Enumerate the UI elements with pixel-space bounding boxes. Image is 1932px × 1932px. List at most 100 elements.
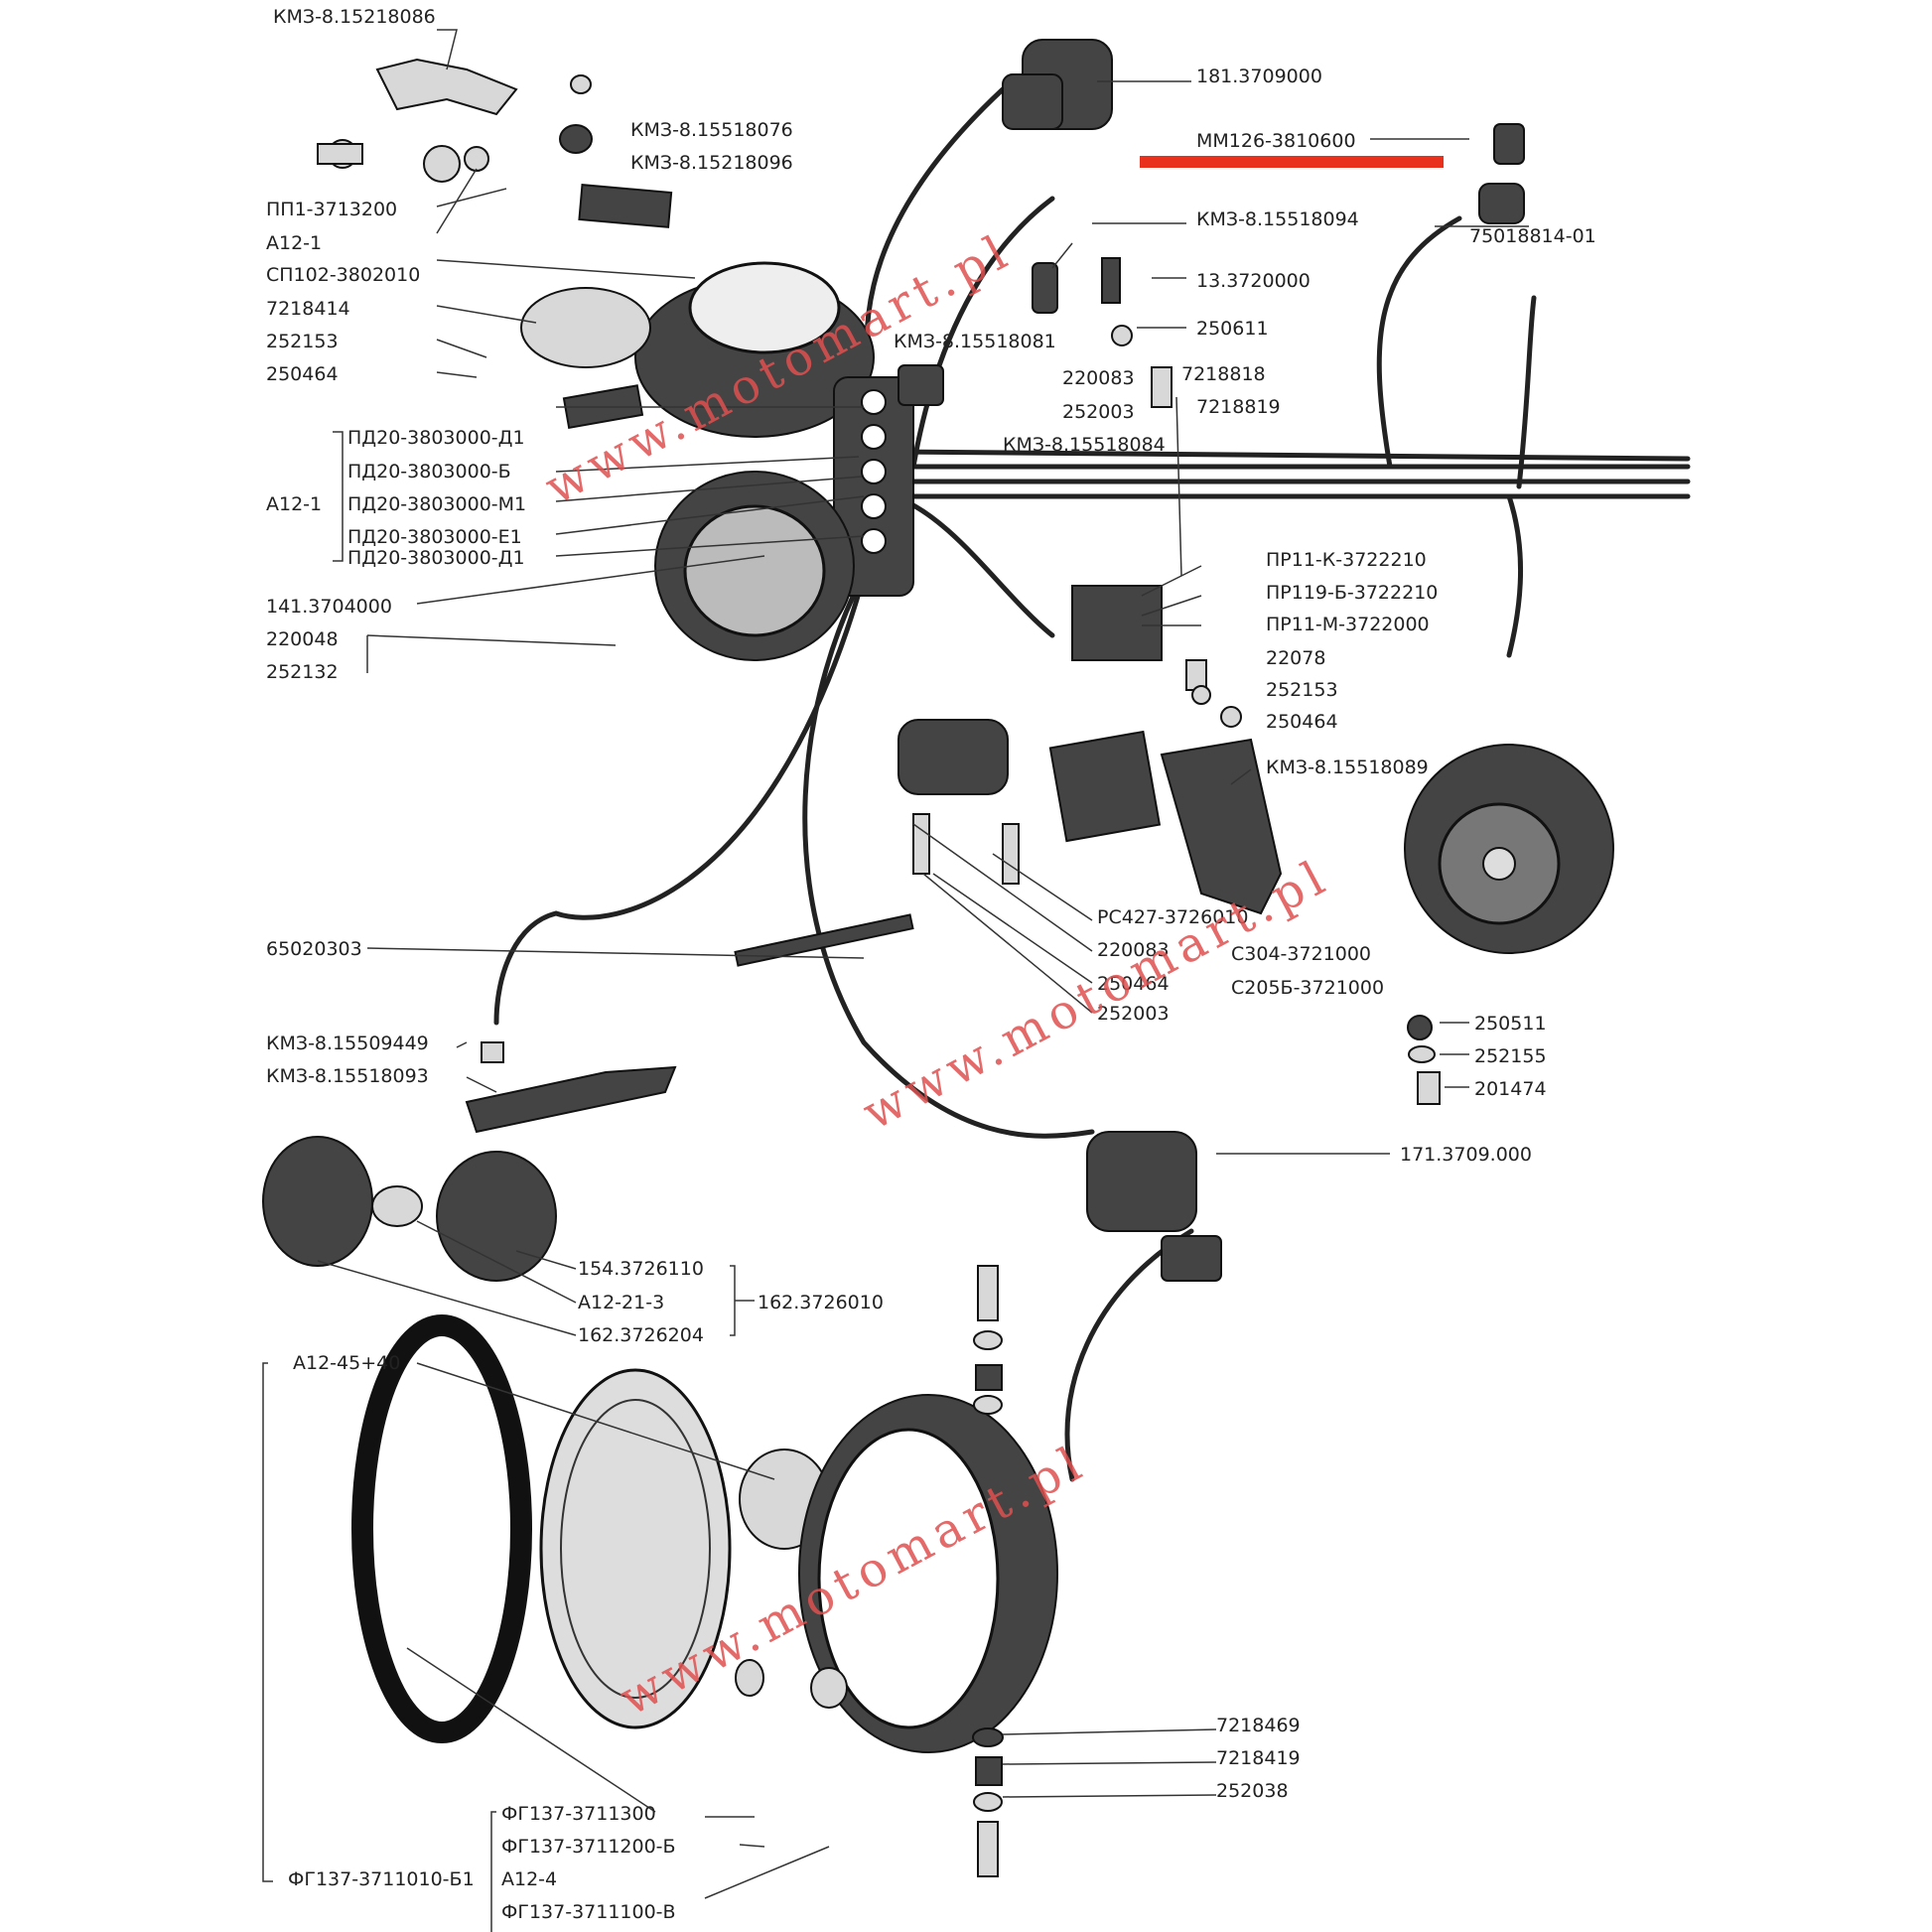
part-label-15518094: КМЗ-8.15518094 [1196, 208, 1359, 230]
part-label-pr11-m: ПР11-М-3722000 [1266, 614, 1430, 635]
part-label-pd20-m1: ПД20-3803000-М1 [347, 493, 527, 515]
bulb-small [464, 146, 489, 172]
part-label-fg137-3711200-b: ФГ137-3711200-Б [501, 1836, 676, 1858]
part-label-pr119-b: ПР119-Б-3722210 [1266, 582, 1439, 604]
part-label-fg137-3711300: ФГ137-3711300 [501, 1803, 656, 1825]
part-label-15218096: КМЗ-8.15218096 [630, 152, 793, 174]
part-label-220083-top: 220083 [1062, 367, 1135, 389]
part-label-s205b: С205Б-3721000 [1231, 977, 1385, 999]
part-label-252153-top: 252153 [266, 331, 339, 352]
nut [1220, 706, 1242, 728]
part-label-141-3704000: 141.3704000 [266, 596, 392, 618]
part-label-sp102-3802010: СП102-3802010 [266, 264, 421, 286]
bolt-top [977, 1265, 999, 1321]
part-label-7218419: 7218419 [1216, 1747, 1301, 1769]
part-label-fg137-3711100-v: ФГ137-3711100-В [501, 1901, 676, 1923]
part-label-7218819: 7218819 [1196, 396, 1281, 418]
part-label-252132: 252132 [266, 661, 339, 683]
highlight-underline [1140, 156, 1444, 168]
part-label-pd20-e1: ПД20-3803000-Е1 [347, 526, 522, 548]
wiring-harness [493, 86, 1691, 1482]
part-label-15518084: КМЗ-8.15518084 [1003, 434, 1166, 456]
part-label-252153-mid: 252153 [1266, 679, 1338, 701]
fuse-part [1032, 262, 1058, 314]
part-label-15218086: КМЗ-8.15218086 [273, 6, 436, 28]
part-label-s304: С304-3721000 [1231, 943, 1372, 965]
part-label-13-3720000: 13.3720000 [1196, 270, 1311, 292]
part-label-252155: 252155 [1474, 1045, 1547, 1067]
part-label-mm126-highlighted: ММ126-3810600 [1196, 130, 1356, 152]
horn [1404, 744, 1614, 954]
socket-body [317, 143, 363, 165]
headlamp-assembly [351, 1314, 1058, 1753]
part-label-a12-1-group: А12-1 [266, 493, 323, 515]
switch-181 [1002, 39, 1113, 130]
part-label-a12-1-top: А12-1 [266, 232, 323, 254]
nut-250511 [1407, 1015, 1433, 1040]
part-label-250611: 250611 [1196, 318, 1269, 340]
screw-left [912, 813, 930, 875]
part-label-pd20-d1-a: ПД20-3803000-Д1 [347, 427, 525, 449]
part-label-252003-top: 252003 [1062, 401, 1135, 423]
pressure-sensor [1493, 123, 1525, 165]
part-label-pp1-3713200: ПП1-3713200 [266, 199, 398, 220]
part-label-252038: 252038 [1216, 1780, 1289, 1802]
washer-250611 [1111, 325, 1133, 346]
part-label-75018814-01: 75018814-01 [1469, 225, 1596, 247]
part-label-a12-45-40: А12-45+40 [293, 1352, 401, 1374]
part-label-220048: 220048 [266, 628, 339, 650]
rubber-pad [578, 184, 673, 228]
switch-171 [1086, 1131, 1222, 1282]
rod-part [1175, 396, 1182, 577]
screw-right [1002, 823, 1020, 885]
connector-block [897, 364, 944, 406]
part-label-15509449: КМЗ-8.15509449 [266, 1033, 429, 1054]
part-label-171-3709-000: 171.3709.000 [1400, 1144, 1532, 1166]
part-label-pr11-k: ПР11-К-3722210 [1266, 549, 1427, 571]
relay [897, 719, 1009, 795]
part-label-15518076: КМЗ-8.15518076 [630, 119, 793, 141]
part-label-pd20-b: ПД20-3803000-Б [347, 461, 511, 483]
part-label-fg137-3711010-b1: ФГ137-3711010-Б1 [288, 1868, 475, 1890]
part-label-201474: 201474 [1474, 1078, 1547, 1100]
strap-65020303 [734, 913, 914, 967]
mount-plate [1160, 738, 1283, 915]
part-label-7218414: 7218414 [266, 298, 350, 320]
leader-lines [262, 29, 1529, 1932]
part-label-65020303: 65020303 [266, 938, 362, 960]
part-label-7218469: 7218469 [1216, 1715, 1301, 1736]
bracket-part [375, 58, 518, 116]
part-label-181-3709000: 181.3709000 [1196, 66, 1322, 87]
lamp-holder [423, 145, 461, 183]
part-label-162-3726010: 162.3726010 [758, 1292, 884, 1313]
grommet [559, 124, 593, 154]
mount-hardware [972, 1265, 1004, 1877]
part-label-pd20-d1-b: ПД20-3803000-Д1 [347, 547, 525, 569]
washer-small [570, 74, 592, 94]
fuse-block [1071, 585, 1163, 661]
bracket-15518093 [465, 1065, 677, 1134]
instrument-bracket [833, 376, 914, 597]
speedometer [520, 261, 875, 438]
part-label-15518081: КМЗ-8.15518081 [894, 331, 1056, 352]
part-label-252003-low: 252003 [1097, 1003, 1170, 1025]
part-label-22078: 22078 [1266, 647, 1326, 669]
bolt-201474 [1417, 1071, 1441, 1105]
part-label-rs427: РС427-3726010 [1097, 906, 1249, 928]
part-label-250511: 250511 [1474, 1013, 1547, 1035]
part-label-220083-low: 220083 [1097, 939, 1170, 961]
part-label-250464-top: 250464 [266, 363, 339, 385]
sensor-part [1101, 257, 1121, 304]
rubber-plate [1048, 730, 1162, 843]
bolt-15509449 [481, 1041, 504, 1063]
part-label-250464-low: 250464 [1097, 973, 1170, 995]
part-label-a12-4: А12-4 [501, 1868, 558, 1890]
part-label-154-3726110: 154.3726110 [578, 1258, 704, 1280]
oil-sensor-cap [1478, 183, 1525, 224]
ammeter [654, 471, 855, 661]
part-label-250464-mid: 250464 [1266, 711, 1338, 733]
tail-lamp [262, 1136, 557, 1282]
part-label-15518089: КМЗ-8.15518089 [1266, 757, 1429, 778]
